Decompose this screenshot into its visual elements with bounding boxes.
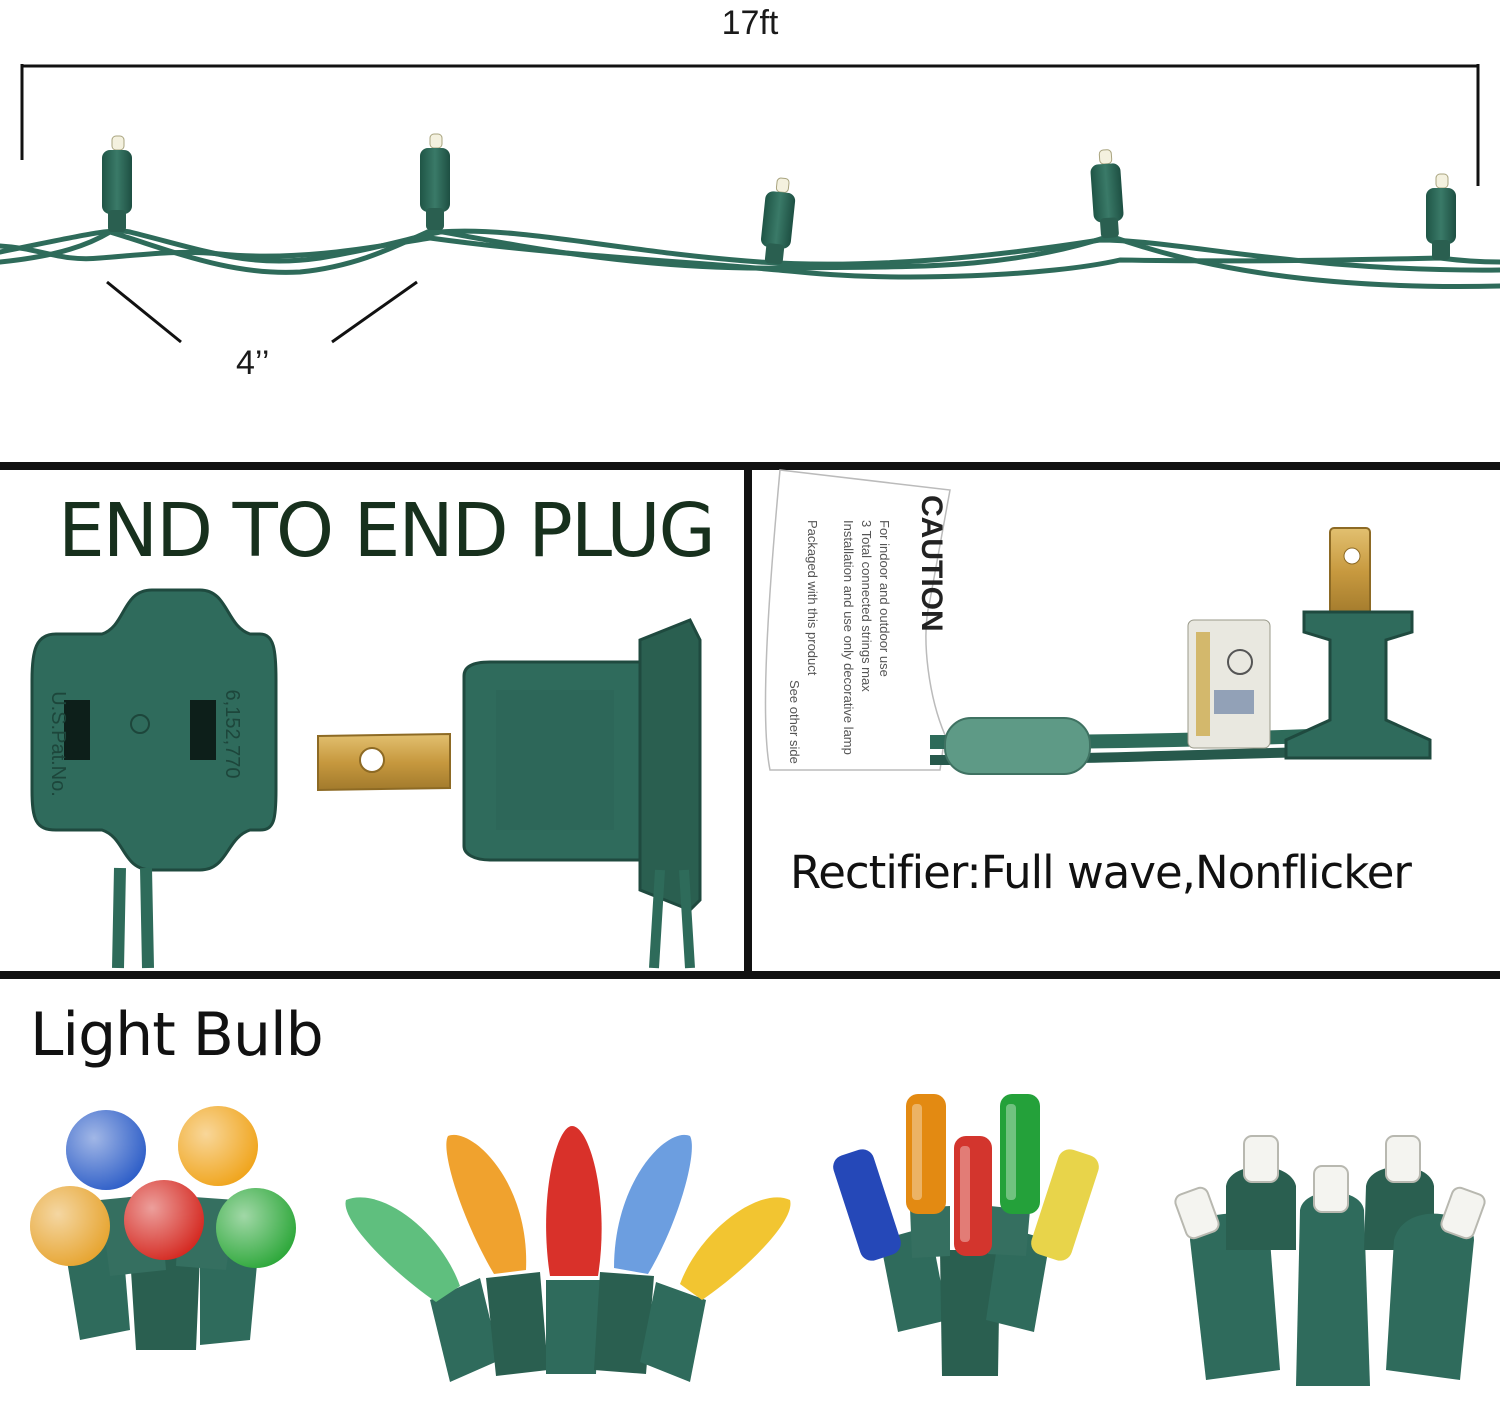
rectifier-module [944,717,1091,775]
caution-tag: CAUTION For indoor and outdoor use 3 Tot… [764,469,951,771]
string-bulbs [102,133,1456,265]
bulb-spacing-label: 4’’ [236,344,270,382]
bulb-type-mini [833,1094,1099,1376]
caution-line-2: 3 Total connected strings max [859,520,874,692]
panel-frames [0,462,1500,979]
bulb-section-title: Light Bulb [30,1000,324,1070]
caution-heading: CAUTION [915,495,948,632]
caution-line-5: See other side [787,680,802,764]
caution-line-4: Packaged with this product [805,520,820,676]
plug-panel-title: END TO END PLUG [58,488,716,574]
rectifier-cord [929,527,1432,775]
end-to-end-socket: 6,152,770 U.S.Pat.No. [30,588,278,969]
socket-marking-top: 6,152,770 [221,690,243,779]
end-to-end-plug [317,618,702,969]
light-string-wire [0,227,1500,289]
string-length-label: 17ft [721,4,779,42]
caution-line-1: For indoor and outdoor use [877,520,892,677]
bulb-type-g12 [30,1106,296,1350]
spacing-markers [106,280,418,344]
socket-marking-bottom: U.S.Pat.No. [47,691,69,797]
rectifier-caption: Rectifier:Full wave,Nonflicker [790,846,1412,899]
bulb-type-5mm [1174,1135,1486,1386]
caution-line-3: Installation and use only decorative lam… [841,520,856,755]
bulb-type-c6 [345,1126,791,1382]
length-bracket [20,64,1480,186]
